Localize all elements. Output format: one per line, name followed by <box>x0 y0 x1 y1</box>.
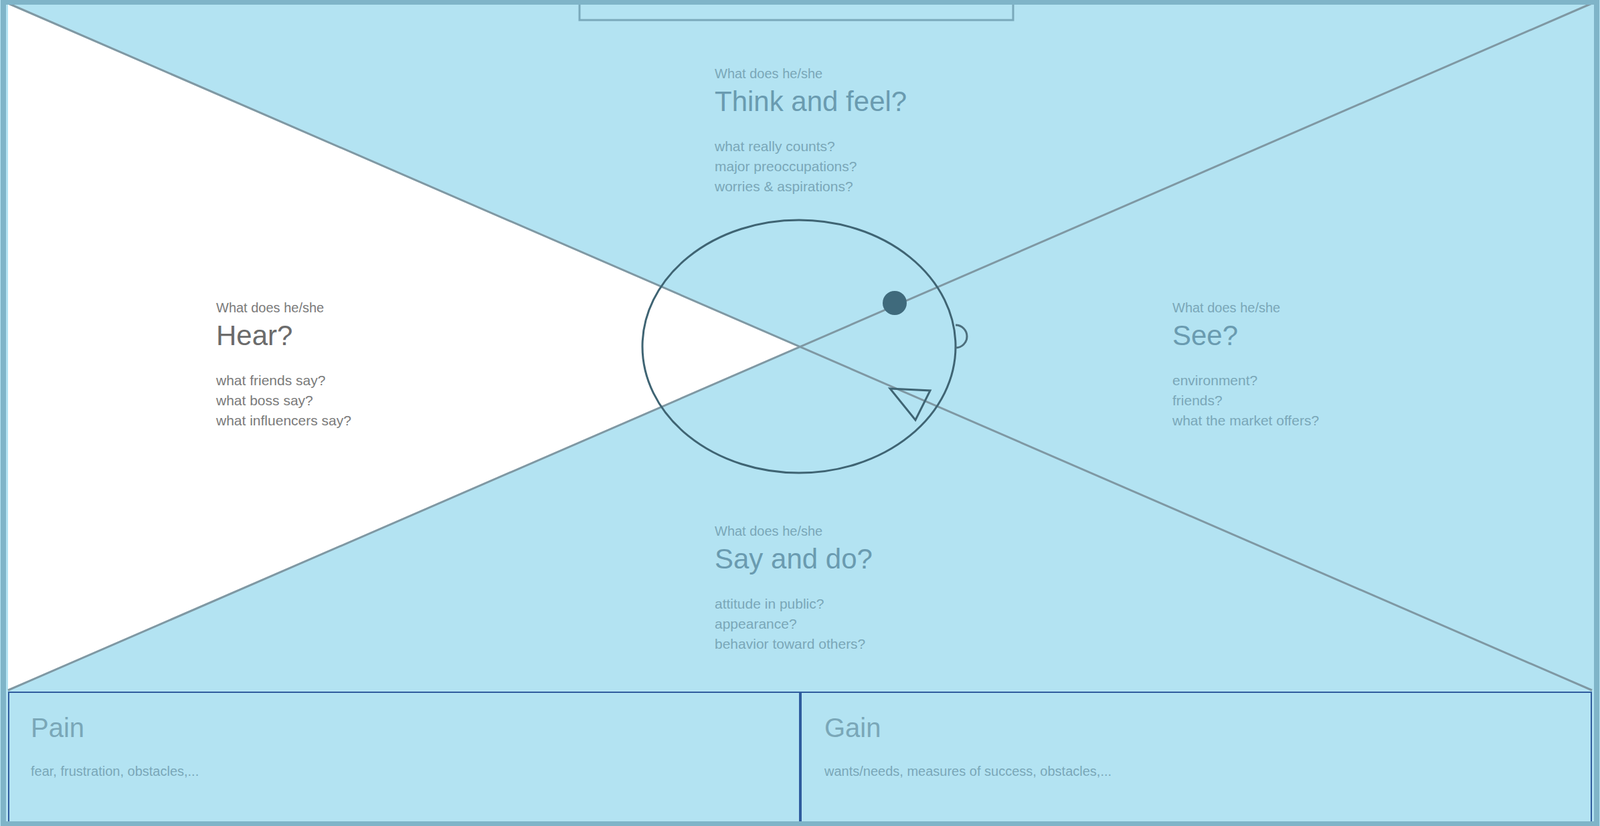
panel-heading: Pain <box>30 712 85 745</box>
head-eye <box>882 291 907 316</box>
quadrant-fill <box>8 3 800 691</box>
section-kicker: What does he/she <box>216 299 324 316</box>
section-question: what boss say? <box>216 392 314 409</box>
quadrant-fill <box>8 346 1592 691</box>
section-question: what friends say? <box>216 372 326 389</box>
section-question: behavior toward others? <box>714 635 866 653</box>
section-question: appearance? <box>714 615 797 633</box>
section-question: worries & aspirations? <box>714 178 854 195</box>
outer-frame <box>3 2 1597 825</box>
section-question: what the market offers? <box>1172 412 1319 429</box>
section-question: environment? <box>1172 372 1258 389</box>
top-tab <box>579 0 1014 21</box>
panel-heading: Gain <box>824 712 882 745</box>
diagonal-line <box>8 3 1592 691</box>
quadrant-fill <box>799 3 1592 691</box>
quadrant-triangle <box>0 0 804 696</box>
panel-box: Pain fear, frustration, obstacles,... <box>8 691 801 826</box>
panel-hint: fear, frustration, obstacles,... <box>30 763 199 780</box>
map-quadrant: What does he/sheSay and do? attitude in p… <box>0 344 1600 696</box>
section-question: major preoccupations? <box>714 157 857 175</box>
head-ear <box>955 325 967 348</box>
section-question: attitude in public? <box>714 595 824 613</box>
section-question: what really counts? <box>714 137 836 155</box>
section-heading: Think and feel? <box>714 84 907 119</box>
head-nose <box>890 388 931 421</box>
panel-hint: wants/needs, measures of success, obstac… <box>824 763 1112 780</box>
section-question: friends? <box>1172 392 1223 409</box>
quadrant-fill <box>8 3 1592 347</box>
head-outline <box>642 220 956 474</box>
map-quadrant: What does he/sheHear? what friends say? wh… <box>0 0 804 696</box>
section-question: what influencers say? <box>216 412 352 429</box>
diagonal-line <box>8 3 1592 691</box>
panel-box: Gain wants/needs, measures of success, ob… <box>800 691 1592 826</box>
section-heading: Say and do? <box>714 542 873 577</box>
section-heading: See? <box>1172 319 1238 353</box>
map-quadrant: What does he/sheSee? environment? friends?… <box>796 0 1600 696</box>
section-kicker: What does he/she <box>714 523 823 540</box>
section-kicker: What does he/she <box>1172 299 1281 316</box>
section-heading: Hear? <box>216 319 293 353</box>
map-quadrant: What does he/sheThink and feel?what real… <box>0 0 1600 348</box>
section-kicker: What does he/she <box>714 65 823 82</box>
